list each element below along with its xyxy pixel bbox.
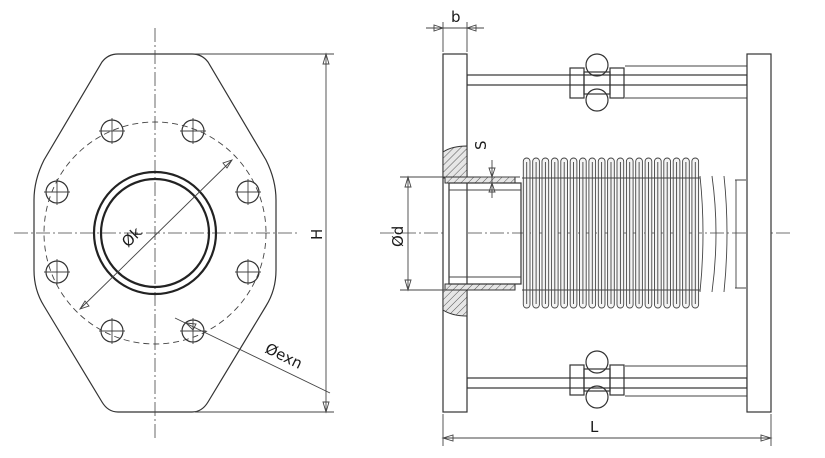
diameter-label: Ød (389, 226, 407, 247)
bolt-hole-leader (174, 317, 331, 394)
bolt-holes (44, 118, 261, 344)
wall-thickness-label: S (472, 140, 490, 150)
flange-thickness-label: b (451, 8, 461, 26)
tie-rods (466, 53, 748, 409)
bellows-band (522, 177, 700, 291)
weld-neck-bottom (442, 289, 468, 317)
bolt-hole-label: Øexn (262, 339, 305, 372)
bolt-circle-label: Øk (118, 223, 145, 250)
front-view: Øk Øexn H (14, 28, 334, 438)
flange-outline (33, 53, 277, 413)
height-label: H (308, 229, 326, 240)
weld-neck-top (442, 145, 468, 179)
pipe-outer-circle (92, 170, 218, 296)
pipe-inner-circle (99, 177, 211, 289)
side-view: b S Ød L (380, 8, 790, 446)
right-flange (746, 53, 772, 413)
length-label: L (590, 418, 599, 436)
bellows (522, 157, 700, 309)
bolt-circle-dimension-line (79, 159, 233, 310)
left-flange (442, 53, 468, 413)
